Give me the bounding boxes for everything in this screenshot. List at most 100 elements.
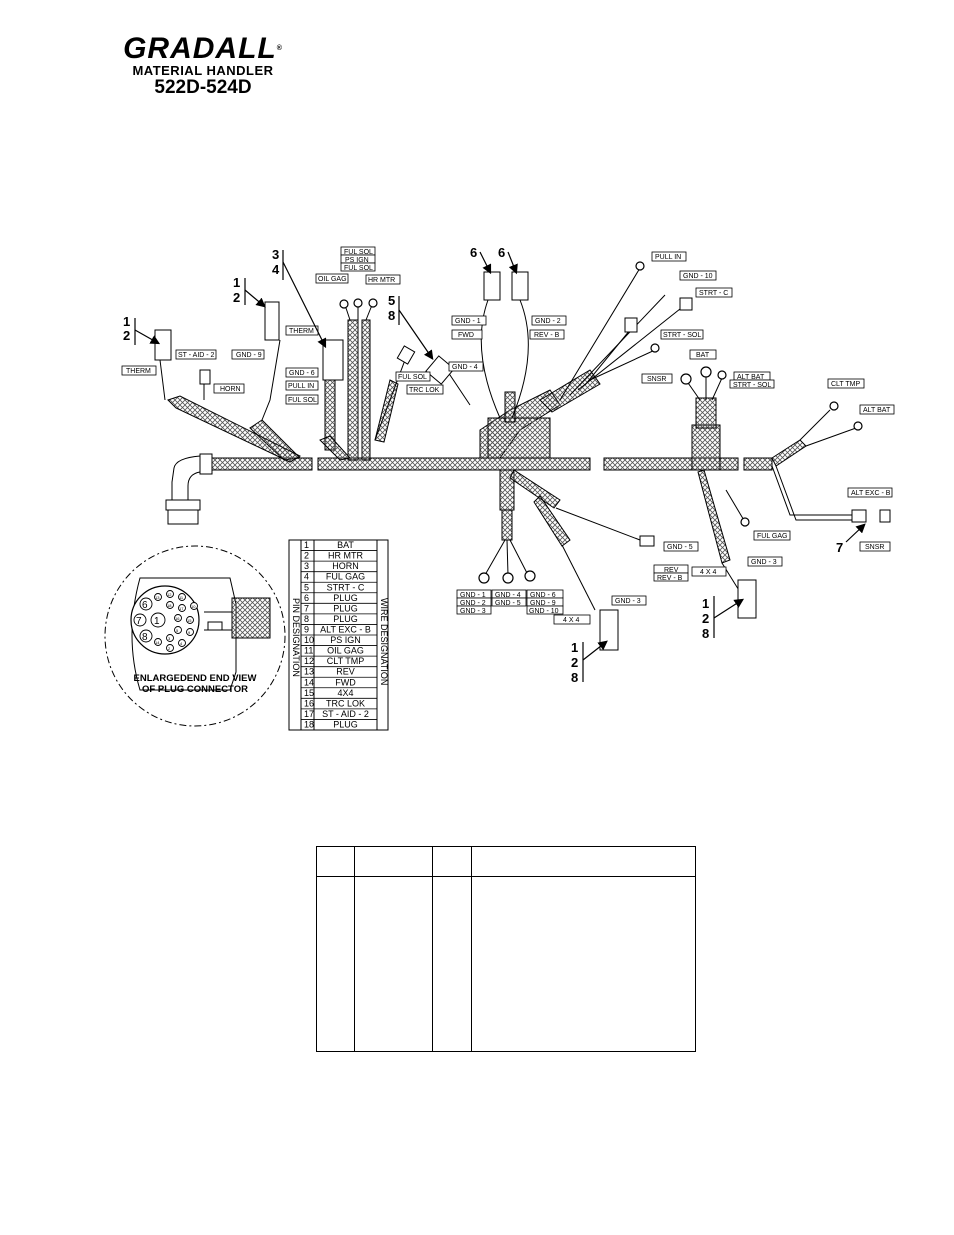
pin-number: 1 <box>304 540 309 550</box>
label-gnd-3-right: GND - 3 <box>751 559 777 566</box>
label-clt-tmp: CLT TMP <box>831 381 861 388</box>
pin-number: 9 <box>304 625 309 635</box>
plug-pin-18: 18 <box>167 603 172 608</box>
callout-numbers: 1 2 1 2 3 4 5 8 6 6 7 1 2 8 1 2 8 <box>123 245 843 685</box>
pin-wire-name: PLUG <box>333 614 358 624</box>
connectors <box>154 271 891 651</box>
label-alt-exc-b: ALT EXC - B <box>851 490 891 497</box>
callout-1c: 1 <box>571 640 578 655</box>
plug-pin-15: 15 <box>187 618 192 623</box>
label-pull-in: PULL IN <box>288 383 314 390</box>
callout-2b: 2 <box>233 290 240 305</box>
pin-number: 18 <box>304 720 314 730</box>
label-alt-bat-right: ALT BAT <box>863 407 891 414</box>
pin-wire-name: 4X4 <box>337 688 353 698</box>
label-4x4-right: 4 X 4 <box>700 569 716 576</box>
label-therm: THERM <box>126 368 151 375</box>
plug-view-caption-1: ENLARGEDEND END VIEW <box>134 673 257 684</box>
label-ps-ign: PS IGN <box>345 257 369 264</box>
brand-subtitle: MATERIAL HANDLER <box>132 63 274 78</box>
plug-pin-1: 1 <box>154 616 160 627</box>
pin-wire-name: ALT EXC - B <box>320 625 371 635</box>
plug-pin-10: 10 <box>191 604 196 609</box>
plug-pin-9: 9 <box>188 630 191 635</box>
callout-6a: 6 <box>470 245 477 260</box>
plug-pin-5: 5 <box>176 628 179 633</box>
plug-pin-14: 14 <box>155 640 160 645</box>
pin-wire-name: CLT TMP <box>327 656 365 666</box>
label-rev: REV <box>664 567 679 574</box>
label-branch-gnd-4: GND - 4 <box>495 592 521 599</box>
label-gnd-1: GND - 1 <box>455 318 481 325</box>
label-gnd-5: GND - 5 <box>667 544 693 551</box>
label-horn: HORN <box>220 386 241 393</box>
pin-number: 16 <box>304 698 314 708</box>
label-alt-bat: ALT BAT <box>737 374 765 381</box>
label-branch-gnd-9: GND - 9 <box>530 600 556 607</box>
label-strt-c: STRT - C <box>699 290 728 297</box>
pin-number: 13 <box>304 667 314 677</box>
plug-pin-12: 12 <box>167 592 172 597</box>
callout-4: 4 <box>272 262 280 277</box>
pin-wire-name: OIL GAG <box>327 646 364 656</box>
pin-number: 4 <box>304 572 309 582</box>
label-gnd-9: GND - 9 <box>236 352 262 359</box>
label-gnd-6: GND - 6 <box>289 370 315 377</box>
brand-name: GRADALL® <box>123 32 283 65</box>
plug-pin-2: 2 <box>168 646 171 651</box>
pin-number: 12 <box>304 656 314 666</box>
pin-designation-header: PIN DESIGNATION <box>291 598 301 677</box>
pin-number: 11 <box>304 646 313 656</box>
main-plug-connector <box>165 453 213 525</box>
callout-6b: 6 <box>498 245 505 260</box>
label-rev-b: REV - B <box>534 332 560 339</box>
callout-5: 5 <box>388 293 395 308</box>
model-number: 522D-524D <box>154 77 252 98</box>
label-rev-b-2: REV - B <box>657 575 683 582</box>
label-snsr-right: SNSR <box>865 544 884 551</box>
pin-wire-name: PLUG <box>333 720 358 730</box>
callout-2a: 2 <box>123 328 130 343</box>
callout-8d: 8 <box>702 626 709 641</box>
pin-number: 10 <box>304 635 314 645</box>
callout-8c: 8 <box>571 670 578 685</box>
label-gnd-10: GND - 10 <box>683 273 713 280</box>
plug-pin-3: 3 <box>168 636 171 641</box>
plug-pin-7: 7 <box>136 616 142 627</box>
pin-number: 5 <box>304 582 309 592</box>
pin-number: 2 <box>304 551 309 561</box>
callout-2c: 2 <box>571 655 578 670</box>
pin-number: 3 <box>304 561 309 571</box>
pin-number: 6 <box>304 593 309 603</box>
label-snsr: SNSR <box>647 376 666 383</box>
plug-view-caption-2: OF PLUG CONNECTOR <box>142 684 248 695</box>
callout-2d: 2 <box>702 611 709 626</box>
label-hr-mtr: HR MTR <box>368 277 395 284</box>
label-4x4-mid: 4 X 4 <box>563 617 579 624</box>
gradall-logo: GRADALL® MATERIAL HANDLER 522D-524D <box>118 34 288 98</box>
label-gnd-4: GND - 4 <box>452 364 478 371</box>
callout-3: 3 <box>272 247 279 262</box>
label-branch-gnd-10: GND - 10 <box>529 608 559 615</box>
label-trc-lok: TRC LOK <box>409 387 440 394</box>
ring-terminals <box>339 261 863 584</box>
parts-col-divider-2 <box>432 847 433 1051</box>
label-branch-gnd-1: GND - 1 <box>460 592 486 599</box>
callout-8: 8 <box>388 308 395 323</box>
pin-wire-name: HORN <box>332 561 359 571</box>
label-gnd-2: GND - 2 <box>535 318 561 325</box>
parts-list-header <box>317 847 695 877</box>
pin-wire-name: ST - AID - 2 <box>322 709 369 719</box>
harness-trunk <box>167 319 807 564</box>
pin-wire-name: PLUG <box>333 593 358 603</box>
label-branch-gnd-5: GND - 5 <box>495 600 521 607</box>
callout-1b: 1 <box>233 275 240 290</box>
pin-number: 14 <box>304 677 314 687</box>
plug-pin-13: 13 <box>155 595 160 600</box>
pin-number: 8 <box>304 614 309 624</box>
pin-wire-name: TRC LOK <box>326 698 365 708</box>
label-branch-gnd-6: GND - 6 <box>530 592 556 599</box>
